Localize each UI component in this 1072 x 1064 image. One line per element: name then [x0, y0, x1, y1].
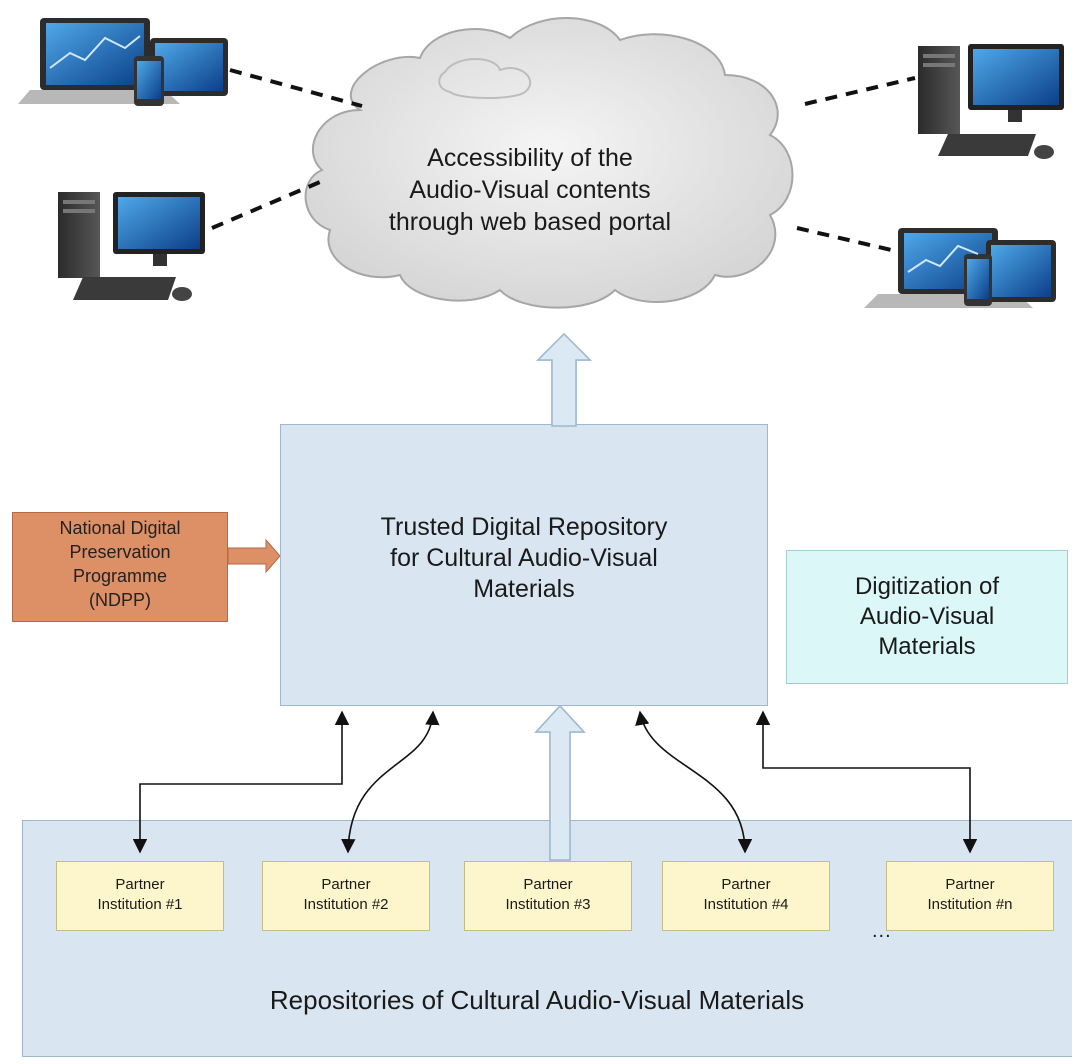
partner-institution-n: Partner Institution #n: [886, 861, 1054, 931]
more-partners-ellipsis: ...: [872, 920, 892, 942]
laptop-tablet-phone-icon: [864, 228, 1056, 308]
trusted-repository-line: Trusted Digital Repository: [380, 513, 668, 541]
ndpp-line: Programme: [72, 566, 168, 586]
cloud-label: Accessibility of the Audio-Visual conten…: [320, 142, 740, 238]
trusted-repository-line: Materials: [473, 575, 575, 603]
laptop-tablet-phone-icon: [18, 18, 228, 106]
digitization-box: [786, 550, 1068, 684]
partner-label-line2: Institution #n: [927, 896, 1013, 913]
partner-label-line1: Partner: [523, 876, 573, 893]
trusted-repository-box: [280, 424, 768, 706]
digitization-line: Materials: [878, 633, 976, 660]
digitization-line: Digitization of: [854, 573, 1000, 600]
partner-label-line2: Institution #2: [303, 896, 389, 913]
partner-label-line2: Institution #4: [703, 896, 789, 913]
partner-institution-2: Partner Institution #2: [262, 861, 430, 931]
desktop-computer-icon: [58, 192, 205, 301]
repositories-container: [22, 820, 1072, 1057]
ndpp-arrow: [227, 538, 281, 574]
ndpp-label: National Digital Preservation Programme …: [12, 516, 228, 612]
partner-connectors: [132, 710, 978, 854]
cloud-icon: [304, 17, 794, 309]
desktop-computer-icon: [918, 44, 1064, 159]
partner-institution-3: Partner Institution #3: [464, 861, 632, 931]
partner-label-line1: Partner: [945, 876, 995, 893]
dashed-connectors: [211, 68, 916, 254]
partner-institution-1: Partner Institution #1: [56, 861, 224, 931]
cloud-label-line: Audio-Visual contents: [409, 176, 651, 204]
digitization-label: Digitization of Audio-Visual Materials: [786, 572, 1068, 662]
cloud-label-line: Accessibility of the: [427, 144, 633, 172]
partner-label-line1: Partner: [721, 876, 771, 893]
partner-label-line2: Institution #1: [97, 896, 183, 913]
ndpp-line: (NDPP): [89, 590, 151, 610]
ndpp-line: Preservation: [69, 542, 171, 562]
partner-label-line1: Partner: [321, 876, 371, 893]
digitization-line: Audio-Visual: [859, 603, 995, 630]
partner3-block-arrow: [534, 704, 586, 861]
partner-label-line2: Institution #3: [505, 896, 591, 913]
partner-label-line1: Partner: [115, 876, 165, 893]
ndpp-box: [12, 512, 228, 622]
repositories-title: Repositories of Cultural Audio-Visual Ma…: [269, 985, 805, 1015]
cloud-label-line: through web based portal: [388, 208, 672, 236]
trusted-repository-line: for Cultural Audio-Visual: [390, 544, 658, 572]
ndpp-line: National Digital: [59, 518, 181, 538]
trusted-repository-label: Trusted Digital Repository for Cultural …: [280, 512, 768, 605]
partner-institution-4: Partner Institution #4: [662, 861, 830, 931]
